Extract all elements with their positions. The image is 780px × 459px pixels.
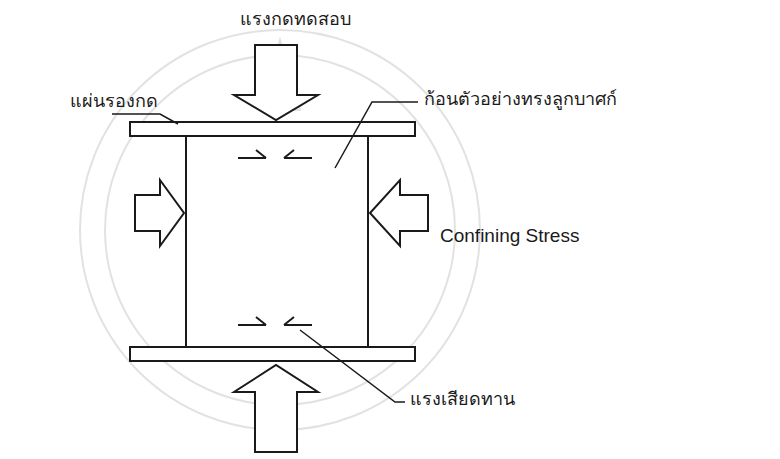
friction-label: แรงเสียดทาน: [410, 388, 515, 410]
confining-label: Confining Stress: [440, 225, 579, 248]
load-label: แรงกดทดสอบ: [240, 8, 351, 30]
confining-arrow-right: [370, 180, 428, 246]
plate-label: แผ่นรองกด: [70, 90, 158, 112]
leader-lines: [112, 102, 418, 402]
friction-arrows: [238, 150, 312, 325]
loading-plate-top: [130, 122, 415, 136]
specimen-label: ก้อนตัวอย่างทรงลูกบาศก์: [424, 88, 617, 110]
loading-plate-bottom: [130, 347, 415, 361]
cube-specimen: [186, 136, 368, 347]
load-arrow-bottom: [234, 365, 318, 452]
confining-arrow-left: [135, 180, 184, 246]
load-arrow-top: [234, 45, 318, 120]
